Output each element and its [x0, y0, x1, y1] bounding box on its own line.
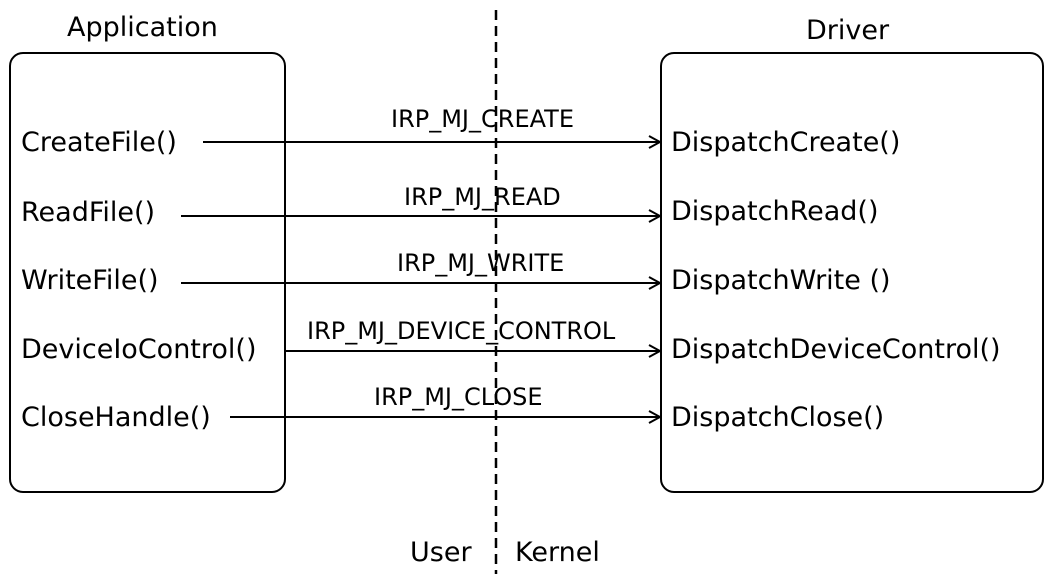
driver-routine-read: DispatchRead(): [671, 196, 879, 227]
app-function-writefile: WriteFile(): [21, 265, 159, 296]
app-function-readfile: ReadFile(): [21, 197, 156, 228]
irp-label-close: IRP_MJ_CLOSE: [374, 383, 543, 411]
irp-label-create: IRP_MJ_CREATE: [391, 105, 574, 133]
driver-routine-write: DispatchWrite (): [671, 265, 891, 296]
irp-label-device-control: IRP_MJ_DEVICE_CONTROL: [307, 317, 616, 345]
app-function-deviceiocontrol: DeviceIoControl(): [21, 334, 257, 365]
driver-title: Driver: [806, 15, 890, 46]
user-mode-label: User: [410, 537, 472, 568]
driver-routine-close: DispatchClose(): [671, 402, 885, 433]
app-function-closehandle: CloseHandle(): [21, 402, 211, 433]
driver-routine-create: DispatchCreate(): [671, 127, 901, 158]
app-function-createfile: CreateFile(): [21, 127, 177, 158]
driver-box: [660, 52, 1044, 493]
driver-routine-device-control: DispatchDeviceControl(): [671, 334, 1001, 365]
application-box: [9, 52, 286, 493]
irp-label-read: IRP_MJ_READ: [404, 183, 561, 211]
kernel-mode-label: Kernel: [515, 537, 600, 568]
irp-label-write: IRP_MJ_WRITE: [397, 249, 565, 277]
application-title: Application: [67, 12, 218, 43]
